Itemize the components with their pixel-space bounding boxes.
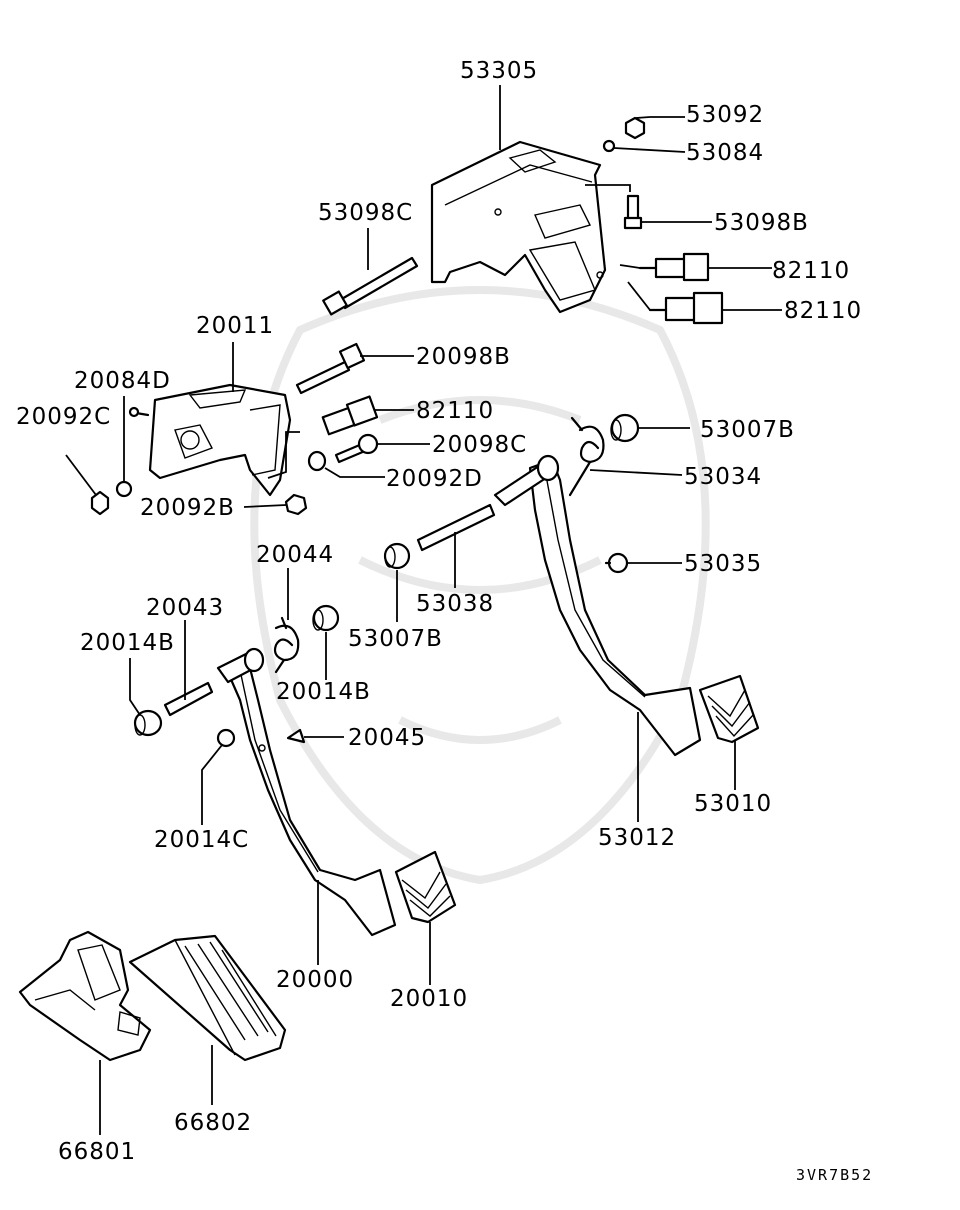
callout-82110-middle: 82110 — [416, 398, 494, 424]
stop-lamp-switch-82110-upper — [638, 252, 710, 282]
callout-53092: 53092 — [686, 102, 764, 128]
drawing-code: 3VR7B52 — [796, 1166, 873, 1184]
bushing-20014B-right — [312, 604, 340, 632]
clutch-pedal-arm-20000 — [224, 658, 397, 937]
leader-lines — [65, 85, 782, 1135]
callout-53007B-upper: 53007B — [700, 417, 795, 443]
callout-66802: 66802 — [174, 1110, 252, 1136]
callout-20011: 20011 — [196, 313, 274, 339]
callout-20014B-left: 20014B — [80, 630, 175, 656]
watermark-emblem — [250, 286, 710, 885]
brake-pedal-pad-53010 — [698, 674, 760, 744]
callout-53010: 53010 — [694, 791, 772, 817]
bushing-53007B-upper — [610, 413, 640, 443]
accelerator-bracket-66801 — [18, 930, 152, 1062]
stop-lamp-switch-82110-lower — [648, 291, 724, 325]
bushing-20014C — [216, 728, 236, 748]
callout-20045: 20045 — [348, 725, 426, 751]
callout-labels: 53305 53092 53084 53098C 53098B 82110 82… — [16, 58, 862, 1165]
pedal-boss-53012 — [493, 454, 560, 507]
callout-20098B: 20098B — [416, 344, 511, 370]
callout-20010: 20010 — [390, 986, 468, 1012]
clutch-pedal-pad-20010 — [394, 850, 457, 924]
accelerator-pedal-66802 — [128, 934, 287, 1062]
callout-53038: 53038 — [416, 591, 494, 617]
callout-20092C: 20092C — [16, 404, 111, 430]
clutch-bracket-20011 — [148, 383, 292, 497]
callout-82110-upper: 82110 — [772, 258, 850, 284]
return-spring-53034 — [568, 416, 605, 497]
callout-53007B-lower: 53007B — [348, 626, 443, 652]
callout-20092D: 20092D — [386, 466, 483, 492]
callout-20000: 20000 — [276, 967, 354, 993]
callout-20014C: 20014C — [154, 827, 249, 853]
nut-20092B — [284, 493, 308, 516]
pedal-shaft-53038 — [416, 503, 496, 552]
brake-pedal-arm-53012 — [528, 458, 702, 757]
callout-20043: 20043 — [146, 595, 224, 621]
callout-53012: 53012 — [598, 825, 676, 851]
stud-20084D — [128, 406, 150, 418]
bushing-20092D — [307, 450, 327, 472]
stopper-20045 — [286, 728, 306, 744]
switch-82110-middle — [321, 395, 379, 436]
bolt-20098B — [295, 342, 366, 395]
bushing-20014B-left — [133, 709, 163, 737]
bolt-53098C — [322, 256, 419, 316]
pedal-shaft-20043 — [163, 681, 214, 717]
callout-20098C: 20098C — [432, 432, 527, 458]
stopper-53035 — [604, 552, 629, 574]
clutch-boss-20000 — [216, 647, 265, 684]
nut-53092 — [624, 116, 646, 140]
washer-20084D — [115, 480, 133, 498]
callout-20084D: 20084D — [74, 368, 171, 394]
callout-82110-lower: 82110 — [784, 298, 862, 324]
pedal-support-bracket-53305 — [430, 140, 607, 314]
callout-53305: 53305 — [460, 58, 538, 84]
callout-53084: 53084 — [686, 140, 764, 166]
bolt-20098C — [334, 433, 379, 464]
nut-20092C — [90, 490, 110, 516]
washer-53084 — [602, 139, 616, 153]
callout-20014B-right: 20014B — [276, 679, 371, 705]
callout-20092B: 20092B — [140, 495, 235, 521]
callout-20044: 20044 — [256, 542, 334, 568]
callout-53034: 53034 — [684, 464, 762, 490]
callout-53035: 53035 — [684, 551, 762, 577]
callout-53098B: 53098B — [714, 210, 809, 236]
bolt-53098B — [623, 194, 643, 230]
bushing-53007B-lower — [383, 542, 411, 570]
callout-53098C: 53098C — [318, 200, 413, 226]
callout-66801: 66801 — [58, 1139, 136, 1165]
spring-20044 — [273, 616, 300, 674]
